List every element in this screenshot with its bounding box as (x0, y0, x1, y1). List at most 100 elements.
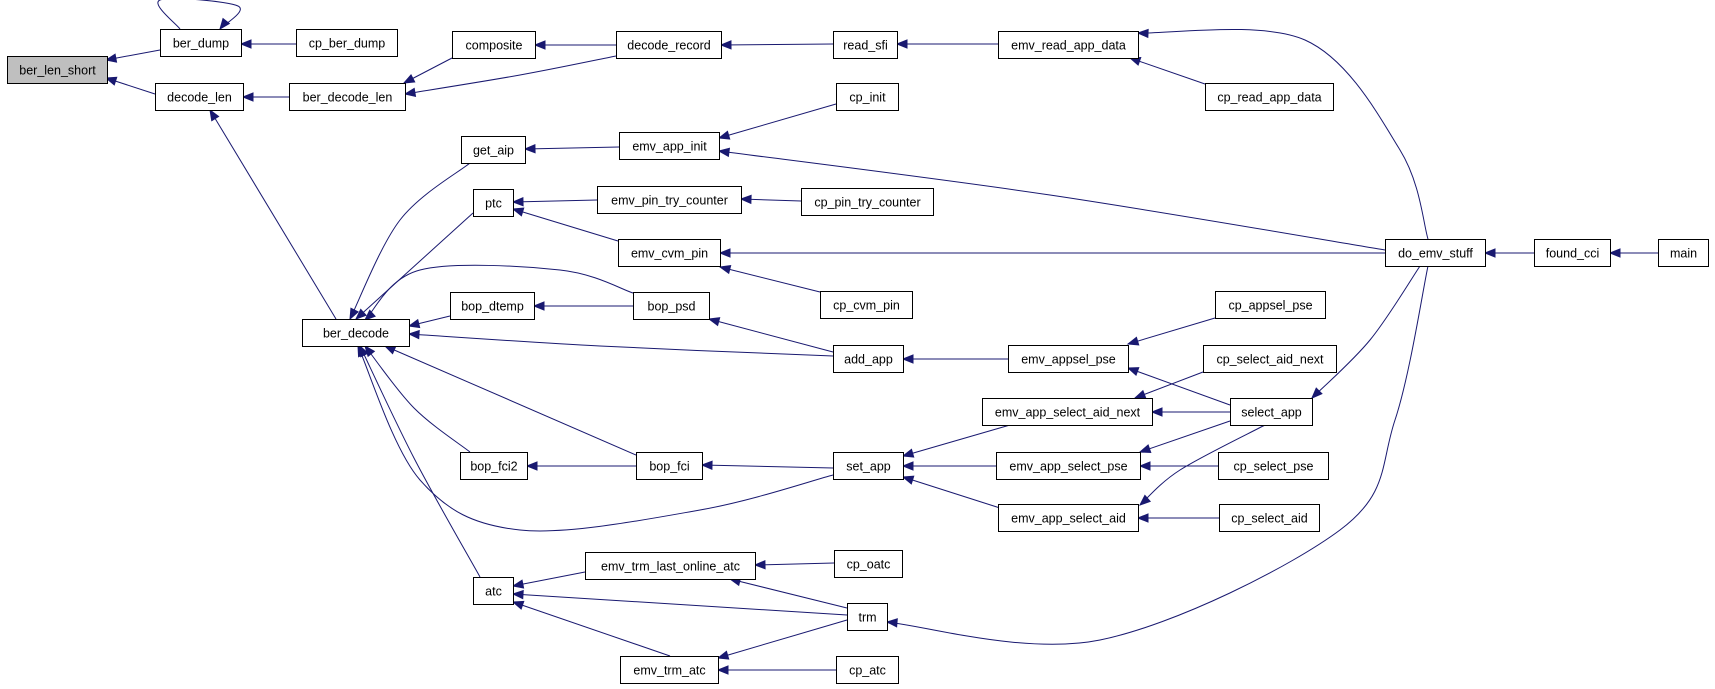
edge-trm-to-atc (511, 589, 848, 616)
node-box (618, 239, 721, 267)
node-ber_len_short[interactable]: ber_len_short (7, 56, 108, 84)
node-emv_cvm_pin[interactable]: emv_cvm_pin (618, 239, 721, 267)
node-cp_select_aid_next[interactable]: cp_select_aid_next (1203, 345, 1337, 373)
node-label: cp_atc (849, 664, 886, 678)
node-label: decode_len (167, 91, 232, 105)
node-atc[interactable]: atc (473, 577, 514, 605)
node-cp_ber_dump[interactable]: cp_ber_dump (296, 29, 398, 57)
arrowhead (523, 144, 536, 154)
node-box (155, 83, 244, 111)
arrowhead (718, 248, 731, 258)
node-cp_cvm_pin[interactable]: cp_cvm_pin (820, 291, 913, 319)
edge-trm-to-emv_trm_last_online_atc (728, 576, 848, 609)
node-emv_app_select_pse[interactable]: emv_app_select_pse (996, 452, 1141, 480)
arrowhead (753, 559, 766, 570)
node-label: atc (485, 585, 502, 599)
edge-do_emv_stuff-to-select_app (1311, 265, 1421, 399)
node-box (836, 656, 899, 684)
node-decode_record[interactable]: decode_record (616, 31, 722, 59)
edge-cp_select_aid_next-to-emv_app_select_aid_next (1133, 371, 1204, 399)
edge-line (729, 578, 848, 609)
node-decode_len[interactable]: decode_len (155, 83, 244, 111)
node-box (7, 56, 108, 84)
node-trm[interactable]: trm (847, 603, 888, 631)
node-emv_appsel_pse[interactable]: emv_appsel_pse (1008, 345, 1129, 373)
arrowhead (1136, 28, 1149, 39)
node-cp_pin_try_counter[interactable]: cp_pin_try_counter (801, 188, 934, 216)
node-emv_trm_atc[interactable]: emv_trm_atc (620, 656, 719, 684)
node-read_sfi[interactable]: read_sfi (833, 31, 898, 59)
node-bop_psd[interactable]: bop_psd (633, 292, 710, 320)
node-get_aip[interactable]: get_aip (461, 136, 526, 164)
edge-line (708, 318, 834, 353)
arrowhead (719, 40, 732, 50)
node-add_app[interactable]: add_app (833, 345, 904, 373)
node-label: emv_read_app_data (1011, 39, 1126, 53)
node-box (620, 656, 719, 684)
arrowhead (511, 579, 525, 589)
node-label: bop_fci (649, 460, 689, 474)
node-ptc[interactable]: ptc (473, 189, 514, 217)
edge-line (512, 199, 598, 203)
node-box (289, 83, 406, 111)
node-cp_select_aid[interactable]: cp_select_aid (1219, 504, 1320, 532)
node-box (1008, 345, 1129, 373)
node-cp_appsel_pse[interactable]: cp_appsel_pse (1215, 291, 1326, 319)
node-do_emv_stuff[interactable]: do_emv_stuff (1385, 239, 1486, 267)
edge-emv_trm_atc-to-atc (511, 600, 671, 657)
node-label: emv_app_select_pse (1009, 460, 1127, 474)
node-bop_fci2[interactable]: bop_fci2 (460, 452, 528, 480)
node-label: get_aip (473, 144, 514, 158)
edge-atc-to-ber_decode (359, 344, 481, 578)
node-set_app[interactable]: set_app (833, 452, 904, 480)
node-emv_read_app_data[interactable]: emv_read_app_data (998, 31, 1139, 59)
edge-line (1134, 371, 1204, 399)
node-emv_trm_last_online_atc[interactable]: emv_trm_last_online_atc (585, 552, 756, 580)
edge-add_app-to-ber_decode (407, 329, 834, 357)
node-box (160, 29, 242, 57)
node-main[interactable]: main (1658, 239, 1709, 267)
node-cp_read_app_data[interactable]: cp_read_app_data (1205, 83, 1334, 111)
edge-line (512, 601, 671, 657)
edge-line (1139, 424, 1266, 506)
node-found_cci[interactable]: found_cci (1534, 239, 1611, 267)
edge-line (717, 619, 848, 659)
edge-cp_select_aid-to-emv_app_select_aid (1136, 513, 1219, 523)
arrowhead (104, 76, 118, 86)
node-label: cp_oatc (847, 558, 891, 572)
edge-line (524, 146, 620, 150)
node-box (616, 31, 722, 59)
node-emv_app_init[interactable]: emv_app_init (619, 132, 720, 160)
edge-line (512, 593, 848, 616)
arrowhead (1126, 336, 1140, 346)
node-label: cp_cvm_pin (833, 299, 900, 313)
node-emv_app_select_aid_next[interactable]: emv_app_select_aid_next (982, 398, 1153, 426)
node-emv_app_select_aid[interactable]: emv_app_select_aid (998, 504, 1139, 532)
node-cp_atc[interactable]: cp_atc (836, 656, 899, 684)
edge-line (701, 464, 834, 469)
node-bop_fci[interactable]: bop_fci (636, 452, 703, 480)
node-bop_dtemp[interactable]: bop_dtemp (450, 292, 535, 320)
node-label: emv_appsel_pse (1021, 353, 1116, 367)
node-select_app[interactable]: select_app (1230, 398, 1313, 426)
node-label: add_app (844, 353, 893, 367)
node-emv_pin_try_counter[interactable]: emv_pin_try_counter (597, 186, 742, 214)
node-ber_decode_len[interactable]: ber_decode_len (289, 83, 406, 111)
node-composite[interactable]: composite (452, 31, 536, 59)
node-cp_select_pse[interactable]: cp_select_pse (1218, 452, 1329, 480)
edge-cp_ber_dump-to-ber_dump (239, 39, 296, 49)
node-ber_dump[interactable]: ber_dump (160, 29, 242, 57)
edge-line (1127, 367, 1231, 406)
edge-bop_psd-to-ber_decode (364, 264, 634, 321)
node-box (1385, 239, 1486, 267)
edge-line (902, 476, 1001, 509)
node-ber_decode[interactable]: ber_decode (302, 319, 410, 347)
node-box (1219, 504, 1320, 532)
node-cp_init[interactable]: cp_init (836, 83, 899, 111)
node-label: ber_decode (323, 327, 389, 341)
edge-main-to-found_cci (1608, 248, 1658, 258)
node-box (847, 603, 888, 631)
arrowhead (239, 39, 252, 49)
node-cp_oatc[interactable]: cp_oatc (834, 550, 903, 578)
edge-cp_init-to-emv_app_init (717, 103, 837, 140)
